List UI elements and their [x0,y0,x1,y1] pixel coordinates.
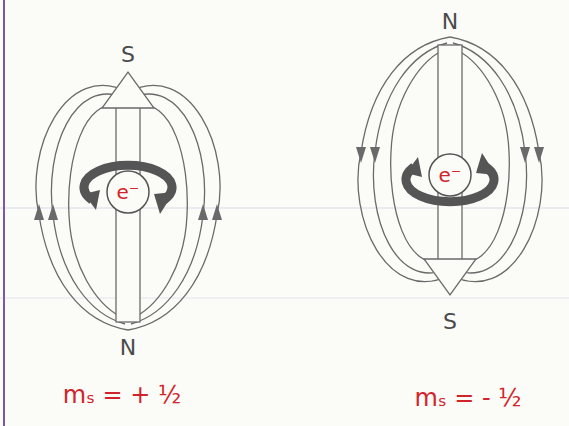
electron-circle [107,171,149,213]
field-line [131,94,205,324]
spin-quantum-number: mₛ = + ½ [63,382,182,408]
margin-line [3,0,5,426]
field-line [135,105,187,317]
pole-label: N [442,10,458,34]
electron-magnet-figure [34,72,222,330]
magnet-arrowhead [102,72,154,108]
field-arrowhead [212,204,222,220]
field-line [69,105,121,317]
pole-label: S [121,43,135,67]
pole-label: N [120,336,136,360]
spin-arrowhead [154,192,174,214]
ruled-line [0,208,569,209]
spin-quantum-number: mₛ = - ½ [414,385,521,411]
pole-label: S [443,310,457,334]
field-arrowhead [198,204,208,220]
bar-magnet [116,106,140,322]
electron-label: e⁻ [115,180,142,204]
field-arrowhead [48,204,58,220]
electron-label: e⁻ [437,163,464,187]
spin-arrowhead [84,190,100,210]
electron-magnet-figure [356,37,544,295]
field-line [51,94,125,324]
field-arrowhead [34,204,44,220]
